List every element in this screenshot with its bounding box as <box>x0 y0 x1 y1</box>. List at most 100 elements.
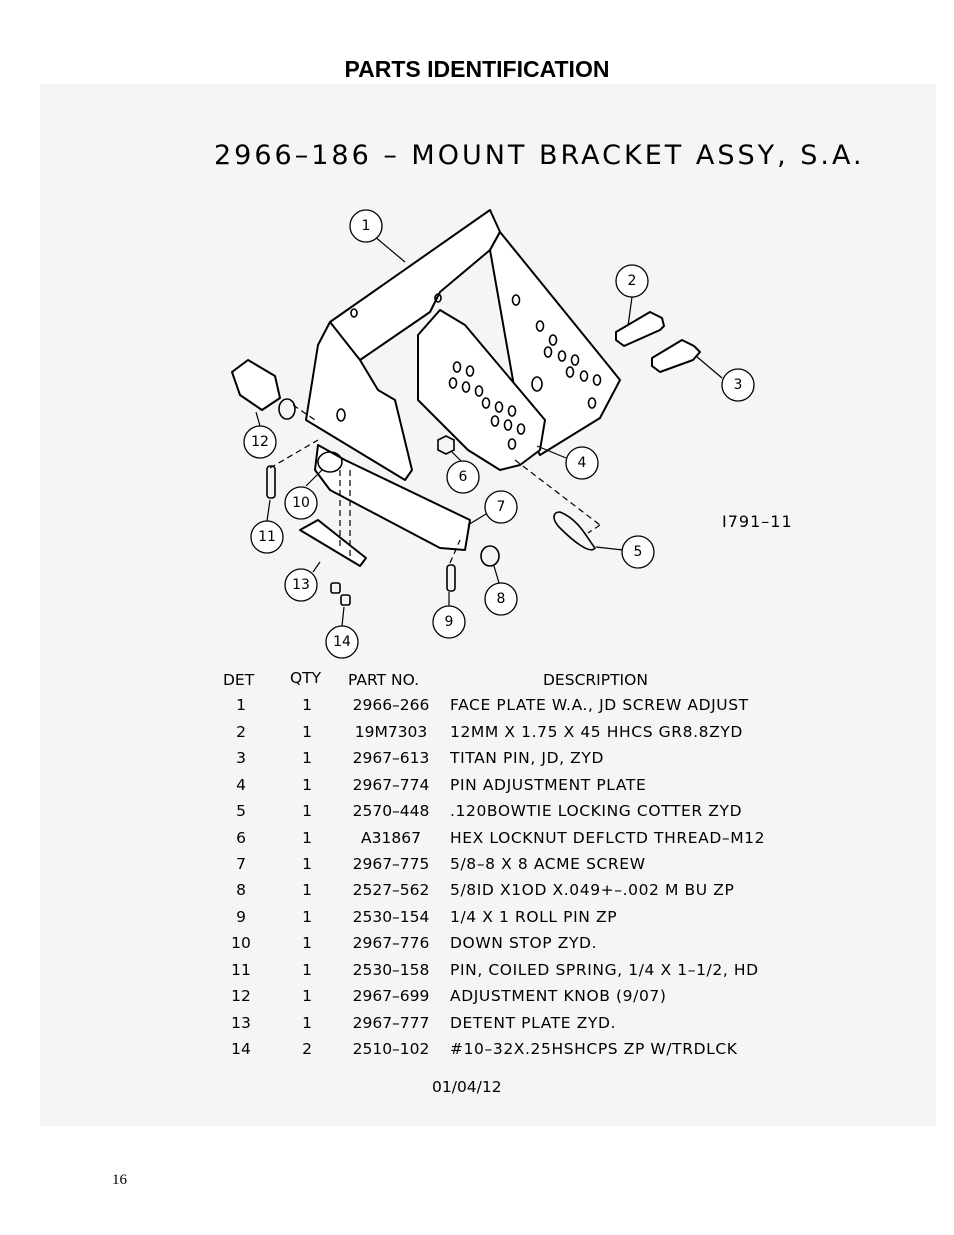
qty-cell: 1 <box>302 987 312 1005</box>
balloon-11 <box>250 520 284 554</box>
balloon-12 <box>243 425 277 459</box>
balloon-label: 11 <box>258 529 276 545</box>
parts-row: 1 1 2966–266 FACE PLATE W.A., JD SCREW A… <box>0 696 954 722</box>
det-cell: 9 <box>236 908 246 926</box>
balloon-label: 5 <box>634 544 643 560</box>
parts-row: 11 1 2530–158 PIN, COILED SPRING, 1/4 X … <box>0 961 954 987</box>
titan-pin-part <box>651 339 701 373</box>
part-no-cell: 2527–562 <box>352 881 430 899</box>
balloon-1 <box>349 209 383 243</box>
part-no-cell: 2530–154 <box>352 908 430 926</box>
description-cell: 1/4 X 1 ROLL PIN ZP <box>450 908 618 926</box>
part-no-cell: 2967–774 <box>352 776 430 794</box>
description-cell: TITAN PIN, JD, ZYD <box>450 749 604 767</box>
balloon-5 <box>621 535 655 569</box>
roll-pin-part <box>446 564 456 592</box>
part-no-cell: 2510–102 <box>352 1040 430 1058</box>
parts-row: 10 1 2967–776 DOWN STOP ZYD. <box>0 934 954 960</box>
balloon-3 <box>721 368 755 402</box>
column-header-det: DET <box>223 671 255 689</box>
qty-cell: 1 <box>302 723 312 741</box>
balloon-10 <box>284 486 318 520</box>
parts-row: 6 1 A31867 HEX LOCKNUT DEFLCTD THREAD–M1… <box>0 829 954 855</box>
qty-cell: 1 <box>302 908 312 926</box>
part-no-cell: A31867 <box>361 829 421 847</box>
balloon-label: 6 <box>459 469 468 485</box>
det-cell: 8 <box>236 881 246 899</box>
description-cell: FACE PLATE W.A., JD SCREW ADJUST <box>450 696 749 714</box>
detent-plate-part <box>299 519 367 567</box>
parts-row: 5 1 2570–448 .120BOWTIE LOCKING COTTER Z… <box>0 802 954 828</box>
washer-part <box>278 398 296 420</box>
part-no-cell: 2966–266 <box>352 696 430 714</box>
det-cell: 7 <box>236 855 246 873</box>
description-cell: HEX LOCKNUT DEFLCTD THREAD–M12 <box>450 829 766 847</box>
parts-row: 9 1 2530–154 1/4 X 1 ROLL PIN ZP <box>0 908 954 934</box>
parts-row: 2 1 19M7303 12MM X 1.75 X 45 HHCS GR8.8Z… <box>0 723 954 749</box>
det-cell: 1 <box>236 696 246 714</box>
part-no-cell: 2530–158 <box>352 961 430 979</box>
column-header-qty: QTY <box>290 669 322 687</box>
qty-cell: 1 <box>302 961 312 979</box>
drawing-number: I791–11 <box>722 512 793 531</box>
qty-cell: 1 <box>302 829 312 847</box>
balloon-2 <box>615 264 649 298</box>
balloon-label: 3 <box>734 377 743 393</box>
parts-row: 8 1 2527–562 5/8ID X1OD X.049+–.002 M BU… <box>0 881 954 907</box>
qty-cell: 1 <box>302 1014 312 1032</box>
balloon-label: 14 <box>333 634 351 650</box>
column-header-part-no: PART NO. <box>348 671 420 689</box>
det-cell: 3 <box>236 749 246 767</box>
face-plate-left <box>305 321 413 481</box>
qty-cell: 1 <box>302 696 312 714</box>
det-cell: 6 <box>236 829 246 847</box>
qty-cell: 1 <box>302 749 312 767</box>
coiled-pin-part <box>266 465 276 499</box>
pin-adjustment-plate-part <box>417 309 546 471</box>
qty-cell: 2 <box>302 1040 312 1058</box>
det-cell: 2 <box>236 723 246 741</box>
det-cell: 13 <box>231 1014 251 1032</box>
description-cell: 5/8ID X1OD X.049+–.002 M BU ZP <box>450 881 735 899</box>
lower-block-part <box>314 444 471 551</box>
hex-locknut-part <box>437 435 455 455</box>
qty-cell: 1 <box>302 802 312 820</box>
balloon-6 <box>446 460 480 494</box>
description-cell: PIN, COILED SPRING, 1/4 X 1–1/2, HD <box>450 961 759 979</box>
balloon-label: 7 <box>497 499 506 515</box>
qty-cell: 1 <box>302 776 312 794</box>
description-cell: #10–32X.25HSHCPS ZP W/TRDLCK <box>450 1040 738 1058</box>
det-cell: 12 <box>231 987 251 1005</box>
drawing-title: 2966–186 – MOUNT BRACKET ASSY, S.A. <box>214 140 865 171</box>
page-number: 16 <box>112 1172 127 1188</box>
parts-row: 13 1 2967–777 DETENT PLATE ZYD. <box>0 1014 954 1040</box>
bowtie-cotter-part <box>553 511 597 551</box>
description-cell: .120BOWTIE LOCKING COTTER ZYD <box>450 802 743 820</box>
parts-row: 4 1 2967–774 PIN ADJUSTMENT PLATE <box>0 776 954 802</box>
det-cell: 5 <box>236 802 246 820</box>
page-heading: PARTS IDENTIFICATION <box>344 56 610 82</box>
qty-cell: 1 <box>302 881 312 899</box>
det-cell: 14 <box>231 1040 251 1058</box>
revision-date: 01/04/12 <box>432 1078 502 1096</box>
balloon-4 <box>565 446 599 480</box>
det-cell: 11 <box>231 961 251 979</box>
part-no-cell: 2967–775 <box>352 855 430 873</box>
balloon-label: 13 <box>292 577 310 593</box>
socket-screw-part <box>340 594 351 606</box>
description-cell: ADJUSTMENT KNOB (9/07) <box>450 987 667 1005</box>
balloon-label: 12 <box>251 434 269 450</box>
socket-screw-part <box>330 582 341 594</box>
description-cell: DOWN STOP ZYD. <box>450 934 598 952</box>
part-no-cell: 2570–448 <box>352 802 430 820</box>
balloon-label: 4 <box>578 455 587 471</box>
balloon-label: 10 <box>292 495 310 511</box>
part-no-cell: 2967–777 <box>352 1014 430 1032</box>
balloon-8 <box>484 582 518 616</box>
balloon-7 <box>484 490 518 524</box>
qty-cell: 1 <box>302 934 312 952</box>
balloon-13 <box>284 568 318 602</box>
part-no-cell: 2967–776 <box>352 934 430 952</box>
balloon-9 <box>432 605 466 639</box>
